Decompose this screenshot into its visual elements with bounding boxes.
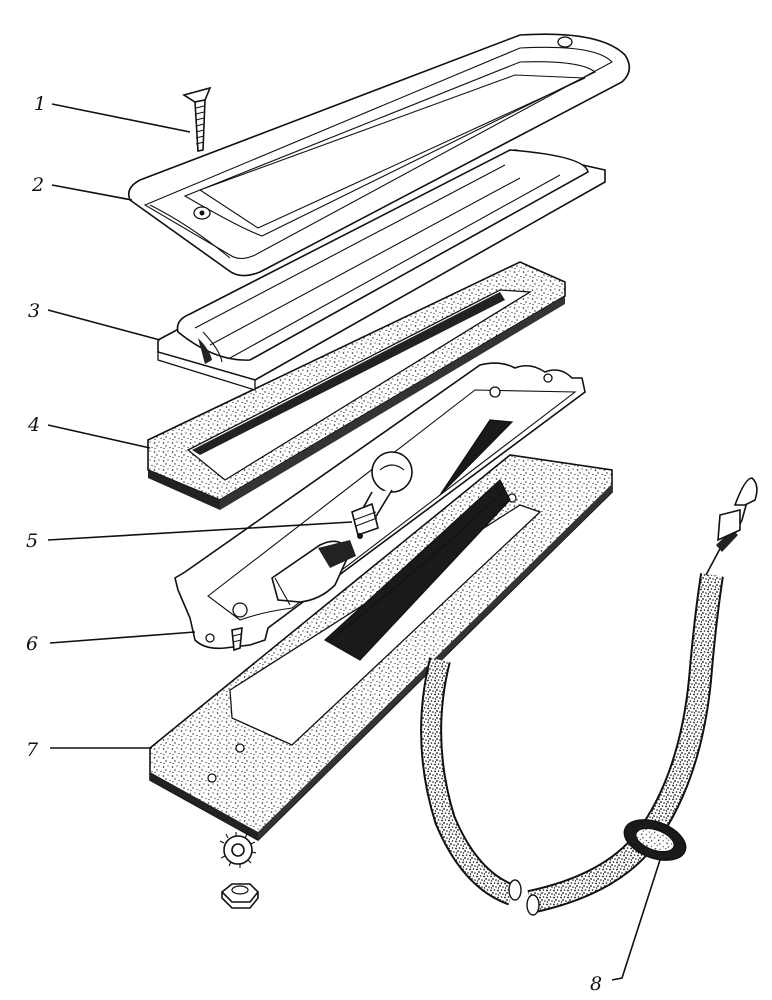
callout-7: 7 bbox=[26, 739, 39, 761]
lens bbox=[157, 149, 606, 391]
leader-8 bbox=[611, 859, 661, 981]
countersunk-screw bbox=[182, 86, 212, 152]
leader-4 bbox=[47, 424, 151, 449]
callout-3: 3 bbox=[28, 300, 40, 322]
callout-numbers: 1 2 3 4 5 6 7 8 bbox=[26, 93, 602, 995]
callout-8: 8 bbox=[590, 973, 602, 995]
cable bbox=[420, 477, 758, 916]
frame-bezel bbox=[127, 33, 631, 277]
callout-4: 4 bbox=[27, 414, 40, 436]
lamp-socket bbox=[271, 540, 356, 606]
leader-5 bbox=[47, 521, 353, 541]
gasket bbox=[147, 261, 566, 510]
leader-3 bbox=[47, 309, 161, 341]
callout-6: 6 bbox=[26, 633, 38, 655]
leader-2 bbox=[51, 184, 133, 201]
lock-washer bbox=[219, 832, 257, 868]
bulb bbox=[351, 451, 413, 539]
hex-nut bbox=[220, 883, 260, 909]
leader-lines bbox=[47, 103, 661, 981]
leader-6 bbox=[49, 631, 196, 644]
reflector bbox=[323, 479, 511, 661]
callout-1: 1 bbox=[34, 93, 46, 115]
leader-1 bbox=[51, 103, 191, 133]
callout-2: 2 bbox=[31, 174, 44, 196]
callout-5: 5 bbox=[26, 530, 38, 552]
